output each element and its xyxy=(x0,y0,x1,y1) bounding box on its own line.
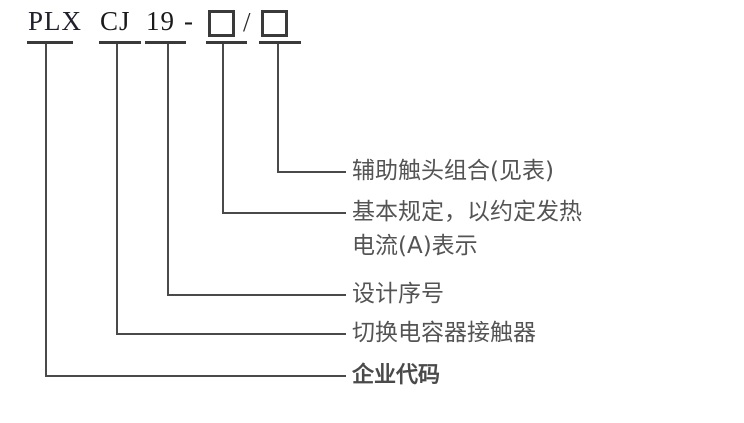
leader-vertical-aux-contact xyxy=(277,44,279,171)
stub-design-number xyxy=(145,41,186,44)
rated-current-box xyxy=(208,10,235,37)
stub-aux-contact xyxy=(259,41,301,44)
leader-horizontal-basic-rating xyxy=(222,212,346,214)
stub-series xyxy=(99,41,141,44)
label-design-serial: 设计序号 xyxy=(352,277,444,311)
leader-vertical-basic-rating xyxy=(222,44,224,212)
code-segment-enterprise: PLX xyxy=(28,6,83,36)
code-segment-separator: / xyxy=(243,7,251,37)
label-aux-contact-line1: 辅助触头组合(见表) xyxy=(352,158,554,184)
code-segment-hyphen: - xyxy=(184,6,194,36)
leader-vertical-contactor-type xyxy=(116,44,118,333)
label-design-serial-line1: 设计序号 xyxy=(352,281,444,307)
leader-horizontal-design-serial xyxy=(167,294,346,296)
label-basic-rating: 基本规定，以约定发热 电流(A)表示 xyxy=(352,195,582,263)
code-segment-series: CJ xyxy=(100,6,131,36)
label-contactor-type: 切换电容器接触器 xyxy=(352,316,536,350)
label-aux-contact: 辅助触头组合(见表) xyxy=(352,154,554,188)
leader-vertical-design-serial xyxy=(167,44,169,294)
label-basic-rating-line1: 基本规定，以约定发热 xyxy=(352,199,582,225)
code-segment-design-number: 19 xyxy=(146,6,175,36)
label-enterprise-code-line1: 企业代码 xyxy=(352,363,441,388)
label-contactor-type-line1: 切换电容器接触器 xyxy=(352,320,536,346)
aux-contact-box xyxy=(261,10,288,37)
stub-rated-current xyxy=(206,41,247,44)
leader-horizontal-enterprise-code xyxy=(45,375,346,377)
label-enterprise-code: 企业代码 xyxy=(352,359,440,393)
leader-horizontal-contactor-type xyxy=(116,333,346,335)
leader-vertical-enterprise-code xyxy=(45,44,47,375)
stub-enterprise xyxy=(27,41,73,44)
leader-horizontal-aux-contact xyxy=(277,171,346,173)
label-basic-rating-line2: 电流(A)表示 xyxy=(352,233,478,259)
